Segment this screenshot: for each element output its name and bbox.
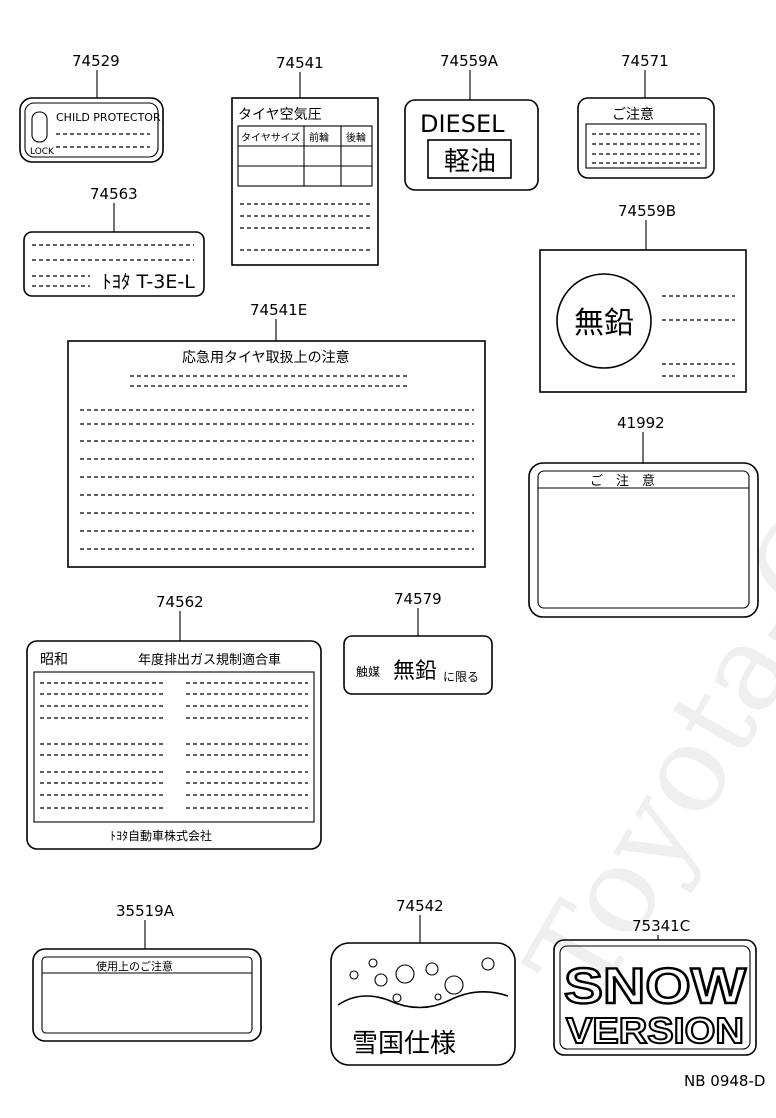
part-74559A: 74559A DIESEL 軽油 (404, 52, 539, 191)
part-number-74579: 74579 (394, 590, 442, 608)
part-74563: 74563 ﾄﾖﾀ T-3E-L (23, 185, 205, 297)
part-number-74529: 74529 (72, 52, 120, 70)
toyota-code-text: ﾄﾖﾀ T-3E-L (102, 271, 195, 293)
part-number-75341C: 75341C (632, 917, 690, 935)
spare-tire-title: 応急用タイヤ取扱上の注意 (182, 349, 350, 366)
unleaded-text: 無鉛 (574, 306, 634, 341)
part-74542: 74542 雪国仕様 (330, 897, 516, 1066)
label-74579 (343, 635, 493, 695)
part-74529: 74529 CHILD PROTECTOR LOCK (19, 52, 164, 163)
toyota-motor-text: ﾄﾖﾀ自動車株式会社 (110, 828, 212, 843)
tire-size-header: タイヤサイズ (241, 131, 300, 144)
catalyst-text: 触媒 (356, 665, 380, 679)
label-74529 (19, 97, 164, 163)
part-number-74559B: 74559B (618, 202, 676, 220)
part-number-74559A: 74559A (440, 52, 499, 70)
part-number-74541E: 74541E (250, 301, 307, 319)
unleaded-text-74579: 無鉛 (393, 659, 437, 684)
part-number-35519A: 35519A (116, 902, 175, 920)
only-text: に限る (443, 670, 479, 684)
part-number-74563: 74563 (90, 185, 138, 203)
label-35519A (32, 948, 262, 1042)
keiyu-text: 軽油 (444, 147, 496, 177)
part-74541: 74541 タイヤ空気圧 タイヤサイズ 前輪 後輪 (231, 54, 379, 266)
usage-caution-title: 使用上のご注意 (96, 959, 173, 973)
part-35519A: 35519A 使用上のご注意 (32, 902, 262, 1042)
label-74559B (539, 249, 747, 393)
part-number-74541: 74541 (276, 54, 324, 72)
label-74563 (23, 231, 205, 297)
label-41992 (528, 462, 759, 618)
part-74541E: 74541E 応急用タイヤ取扱上の注意 (67, 301, 486, 568)
caution-title-41992: ご 注 意 (590, 473, 655, 489)
part-74562: 74562 昭和 年度排出ガス規制適合車 ﾄﾖﾀ自動車株式会社 (26, 593, 322, 850)
drawing-code: NB 0948-D (684, 1072, 765, 1090)
part-74559B: 74559B 無鉛 (539, 202, 747, 393)
snow-text: SNOW (564, 958, 747, 1014)
part-number-74562: 74562 (156, 593, 204, 611)
emission-title: 年度排出ガス規制適合車 (138, 652, 281, 668)
label-74559A (404, 99, 539, 191)
part-75341C: 75341C SNOW VERSION (553, 917, 757, 1056)
part-number-41992: 41992 (617, 414, 665, 432)
version-text: VERSION (566, 1010, 744, 1051)
diesel-text: DIESEL (420, 110, 505, 138)
part-number-74542: 74542 (396, 897, 444, 915)
child-protector-text: CHILD PROTECTOR (56, 111, 161, 124)
label-74542 (330, 942, 516, 1066)
snow-country-text: 雪国仕様 (352, 1029, 456, 1059)
label-74562 (26, 640, 322, 850)
watermark: Toyota-Carmine.ru (500, 0, 776, 1022)
label-74541 (231, 97, 379, 266)
label-74541E (67, 340, 486, 568)
front-header: 前輪 (309, 131, 329, 144)
tire-pressure-title: タイヤ空気圧 (238, 107, 322, 123)
part-41992: 41992 ご 注 意 (528, 414, 759, 618)
part-74579: 74579 触媒 無鉛 に限る (343, 590, 493, 695)
caution-title-74571: ご注意 (612, 106, 654, 123)
lock-text: LOCK (30, 147, 55, 157)
showa-text: 昭和 (40, 652, 68, 668)
part-74571: 74571 ご注意 (577, 52, 715, 179)
part-number-74571: 74571 (621, 52, 669, 70)
rear-header: 後輪 (346, 131, 366, 144)
label-75341C (553, 939, 757, 1056)
label-74571 (577, 97, 715, 179)
